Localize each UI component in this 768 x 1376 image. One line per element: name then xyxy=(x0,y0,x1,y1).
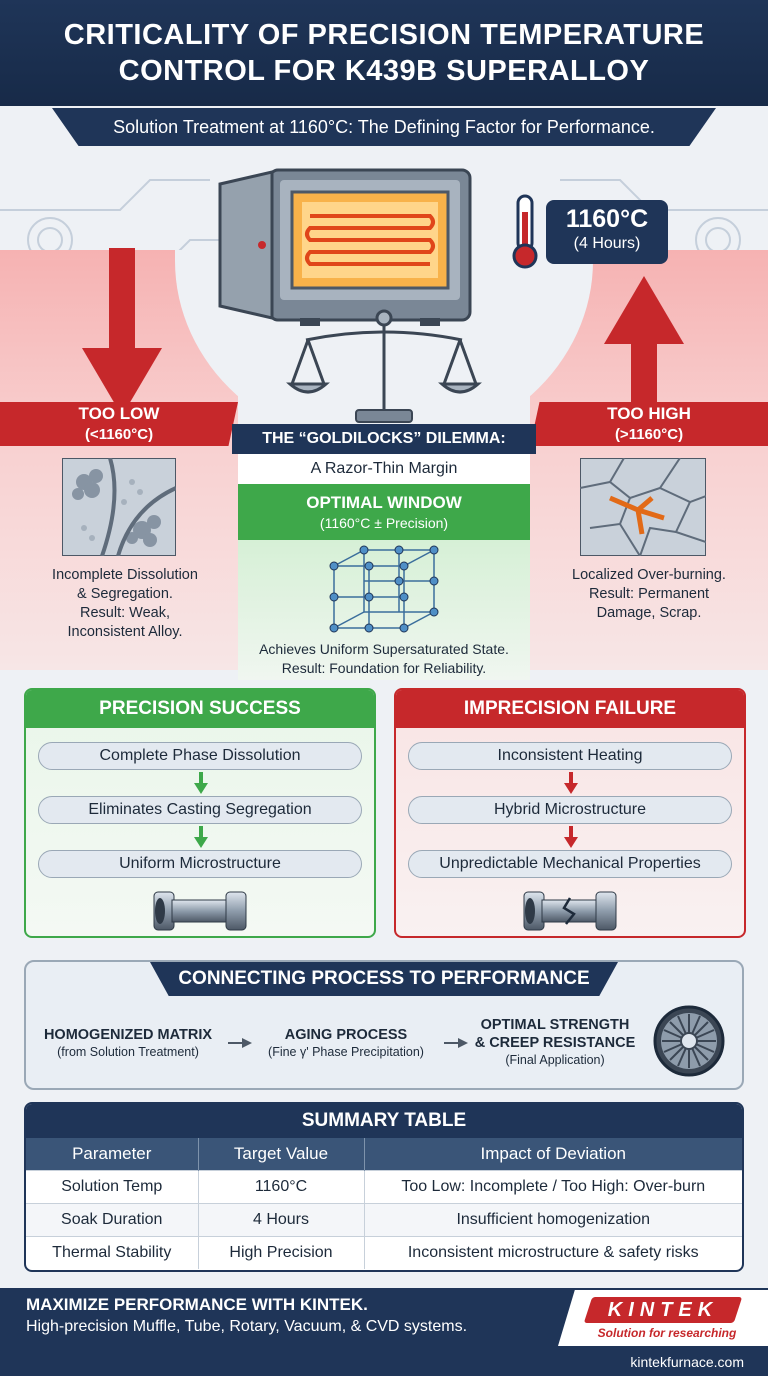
failure-step: Inconsistent Heating xyxy=(408,742,732,770)
goldilocks-dilemma-label: THE “GOLDILOCKS” DILEMMA: xyxy=(232,424,536,454)
success-step: Complete Phase Dissolution xyxy=(38,742,362,770)
footer-tagline: High-precision Muffle, Tube, Rotary, Vac… xyxy=(26,1318,468,1335)
balance-scale-icon xyxy=(286,309,482,423)
footer-headline: MAXIMIZE PERFORMANCE WITH KINTEK. xyxy=(26,1295,368,1314)
aging-process-step: AGING PROCESS (Fine γ' Phase Precipitati… xyxy=(252,1026,440,1060)
too-low-description: Incomplete Dissolution & Segregation. Re… xyxy=(10,566,240,642)
thermometer-icon xyxy=(512,194,538,269)
duration-value: (4 Hours) xyxy=(573,235,641,252)
optimal-window-title: OPTIMAL WINDOW xyxy=(306,493,462,512)
kintek-logo[interactable]: KINTEK Solution for researching xyxy=(558,1290,768,1346)
subtitle: Solution Treatment at 1160°C: The Defini… xyxy=(52,108,716,146)
summary-table-grid: Parameter Target Value Impact of Deviati… xyxy=(26,1138,742,1269)
too-high-line-2: Result: Permanent xyxy=(588,586,710,602)
column-header: Parameter xyxy=(26,1138,198,1170)
table-row: Solution Temp 1160°C Too Low: Incomplete… xyxy=(26,1169,742,1203)
step-subtitle: (Fine γ' Phase Precipitation) xyxy=(268,1045,424,1059)
imprecision-failure-panel: IMPRECISION FAILURE Inconsistent Heating… xyxy=(394,688,746,938)
red-arrow-down-icon xyxy=(564,772,578,794)
too-low-range: (<1160°C) xyxy=(84,426,154,443)
too-low-line-3: Result: Weak, xyxy=(80,605,170,621)
table-cell: Too Low: Incomplete / Too High: Over-bur… xyxy=(363,1169,742,1203)
table-cell: 4 Hours xyxy=(197,1202,364,1236)
green-arrow-down-icon xyxy=(194,826,208,848)
table-header-row: Parameter Target Value Impact of Deviati… xyxy=(26,1138,742,1170)
too-high-band: TOO HIGH (>1160°C) xyxy=(530,402,768,446)
optimal-window-body xyxy=(238,540,530,680)
imprecision-failure-title: IMPRECISION FAILURE xyxy=(396,690,744,728)
intact-pipe-part-icon xyxy=(153,891,247,931)
logo-text: KINTEK xyxy=(607,1299,719,1321)
too-low-band: TOO LOW (<1160°C) xyxy=(0,402,238,446)
connecting-process-title: CONNECTING PROCESS TO PERFORMANCE xyxy=(150,962,618,996)
logo-subtext: Solution for researching xyxy=(597,1326,737,1340)
green-arrow-down-icon xyxy=(194,772,208,794)
table-cell: Thermal Stability xyxy=(26,1235,198,1269)
success-step: Eliminates Casting Segregation xyxy=(38,796,362,824)
razor-thin-margin-label: A Razor-Thin Margin xyxy=(238,454,530,484)
precision-success-panel: PRECISION SUCCESS Complete Phase Dissolu… xyxy=(24,688,376,938)
column-header: Impact of Deviation xyxy=(363,1138,742,1170)
too-low-line-1: Incomplete Dissolution xyxy=(52,567,198,583)
red-arrow-down-icon xyxy=(564,826,578,848)
homogenized-matrix-step: HOMOGENIZED MATRIX (from Solution Treatm… xyxy=(30,1026,226,1060)
step-title-line-2: & CREEP RESISTANCE xyxy=(474,1035,636,1051)
optimal-window-band: OPTIMAL WINDOW (1160°C ± Precision) xyxy=(238,484,530,540)
column-header: Target Value xyxy=(197,1138,364,1170)
up-arrow-icon xyxy=(604,276,684,416)
step-title: HOMOGENIZED MATRIX xyxy=(43,1027,213,1043)
step-subtitle: (from Solution Treatment) xyxy=(57,1045,199,1059)
failure-step: Unpredictable Mechanical Properties xyxy=(408,850,732,878)
turbine-icon xyxy=(653,1005,725,1077)
precision-success-title: PRECISION SUCCESS xyxy=(26,690,374,728)
crystal-lattice-icon xyxy=(329,545,439,633)
title-line-1: CRITICALITY OF PRECISION TEMPERATURE xyxy=(63,19,705,51)
arrow-right-icon xyxy=(228,1038,252,1048)
down-arrow-icon xyxy=(82,248,162,416)
cracked-pipe-part-icon xyxy=(523,891,617,931)
table-cell: Insufficient homogenization xyxy=(363,1202,742,1236)
summary-table-title: SUMMARY TABLE xyxy=(26,1104,742,1138)
success-step: Uniform Microstructure xyxy=(38,850,362,878)
muffle-furnace-icon xyxy=(218,168,472,326)
summary-table: SUMMARY TABLE Parameter Target Value Imp… xyxy=(24,1102,744,1272)
table-cell: 1160°C xyxy=(197,1169,364,1203)
table-cell: High Precision xyxy=(197,1235,364,1269)
optimal-window-range: (1160°C ± Precision) xyxy=(319,515,449,531)
table-cell: Soak Duration xyxy=(26,1202,198,1236)
segregated-microstructure-image xyxy=(62,458,176,556)
step-title: AGING PROCESS xyxy=(284,1027,408,1043)
failure-step: Hybrid Microstructure xyxy=(408,796,732,824)
website-link[interactable]: kintekfurnace.com xyxy=(630,1354,744,1370)
temperature-callout: 1160°C (4 Hours) xyxy=(546,200,668,264)
header-banner: CRITICALITY OF PRECISION TEMPERATURE CON… xyxy=(0,0,768,106)
optimal-window-description: Achieves Uniform Supersaturated State. R… xyxy=(222,640,546,678)
too-high-line-1: Localized Over-burning. xyxy=(572,567,726,583)
too-high-description: Localized Over-burning. Result: Permanen… xyxy=(534,566,764,623)
optimal-line-2: Result: Foundation for Reliability. xyxy=(281,660,487,676)
step-subtitle: (Final Application) xyxy=(505,1053,605,1067)
table-row: Soak Duration 4 Hours Insufficient homog… xyxy=(26,1202,742,1236)
optimal-strength-step: OPTIMAL STRENGTH & CREEP RESISTANCE (Fin… xyxy=(466,1016,644,1068)
table-cell: Solution Temp xyxy=(26,1169,198,1203)
step-title: OPTIMAL STRENGTH xyxy=(480,1017,630,1033)
table-row: Thermal Stability High Precision Inconsi… xyxy=(26,1235,742,1269)
too-high-line-3: Damage, Scrap. xyxy=(596,605,702,621)
too-low-line-2: & Segregation. xyxy=(77,586,173,602)
table-cell: Inconsistent microstructure & safety ris… xyxy=(363,1235,742,1269)
too-high-range: (>1160°C) xyxy=(614,426,684,443)
too-low-title: TOO LOW xyxy=(78,404,160,423)
overburned-microstructure-image xyxy=(580,458,706,556)
title-line-2: CONTROL FOR K439B SUPERALLOY xyxy=(118,55,650,87)
too-high-title: TOO HIGH xyxy=(607,404,691,423)
too-low-line-4: Inconsistent Alloy. xyxy=(67,624,183,640)
optimal-line-1: Achieves Uniform Supersaturated State. xyxy=(259,641,509,657)
temperature-value: 1160°C xyxy=(565,205,649,233)
arrow-right-icon xyxy=(444,1038,468,1048)
